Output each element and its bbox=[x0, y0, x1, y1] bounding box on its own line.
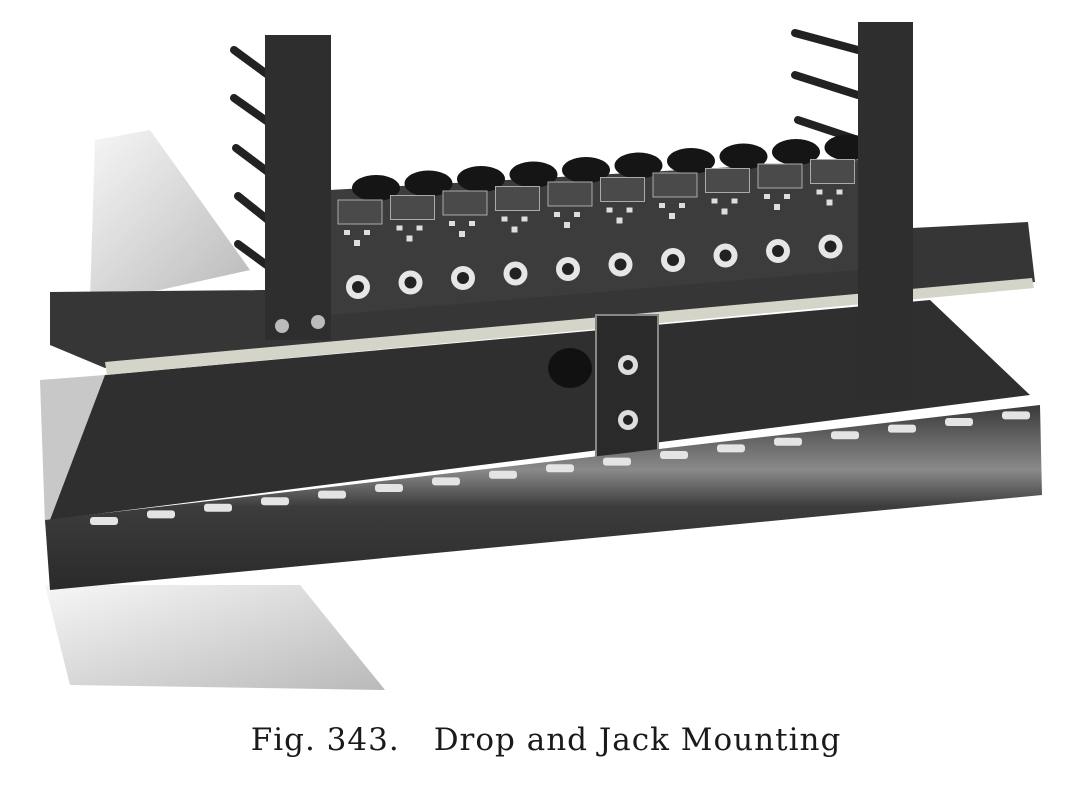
brass-strip bbox=[105, 278, 1034, 375]
rail-tabs bbox=[90, 411, 1030, 525]
drop-shutter bbox=[719, 143, 768, 170]
drop-unit bbox=[442, 166, 505, 290]
drop-shutter bbox=[509, 161, 558, 188]
drop-shutter bbox=[404, 170, 453, 197]
rail-tab bbox=[261, 497, 289, 506]
rail-tab bbox=[1002, 411, 1030, 420]
rail-tab bbox=[888, 424, 916, 433]
left-pegs bbox=[230, 46, 272, 270]
drop-unit bbox=[547, 157, 610, 281]
rail-tab bbox=[432, 477, 460, 486]
figure-photograph bbox=[40, 22, 1042, 690]
drop-shutter bbox=[352, 175, 400, 201]
rail-tab bbox=[90, 517, 118, 525]
center-jack-plate bbox=[595, 314, 659, 461]
drop-unit bbox=[495, 161, 558, 286]
right-post bbox=[858, 22, 913, 400]
figure-title: Drop and Jack Mounting bbox=[433, 722, 842, 758]
drop-unit bbox=[705, 143, 768, 268]
figure-caption: Fig. 343. Drop and Jack Mounting bbox=[0, 722, 1092, 758]
rail-tab bbox=[774, 437, 802, 446]
drop-shutter bbox=[614, 152, 663, 179]
drop-unit bbox=[757, 139, 820, 263]
mounting-board bbox=[50, 300, 1030, 520]
left-post bbox=[265, 35, 331, 340]
rail-tab bbox=[318, 490, 346, 499]
rail-tab bbox=[831, 431, 859, 440]
drop-unit bbox=[652, 148, 715, 272]
rail-tab bbox=[204, 503, 232, 512]
drop-shutter bbox=[562, 157, 610, 183]
drop-unit bbox=[390, 170, 453, 295]
drop-shutter bbox=[667, 148, 715, 174]
rail-tab bbox=[660, 451, 688, 459]
rail-tab bbox=[375, 484, 403, 492]
drop-unit bbox=[337, 175, 400, 299]
rail-tab bbox=[945, 418, 973, 426]
backdrop-lower bbox=[45, 585, 385, 690]
right-pegs bbox=[791, 29, 862, 144]
rail-tab bbox=[489, 470, 517, 479]
drop-shutter bbox=[457, 166, 505, 192]
rail-tab bbox=[717, 444, 745, 453]
rail-tab bbox=[603, 457, 631, 466]
bottom-rail bbox=[45, 405, 1042, 590]
rail-tab bbox=[147, 510, 175, 519]
drop-unit bbox=[600, 152, 663, 277]
figure-number: Fig. 343. bbox=[250, 722, 400, 758]
drop-shutter bbox=[772, 139, 820, 165]
rail-tab bbox=[546, 464, 574, 473]
backdrop-upper bbox=[90, 130, 250, 300]
